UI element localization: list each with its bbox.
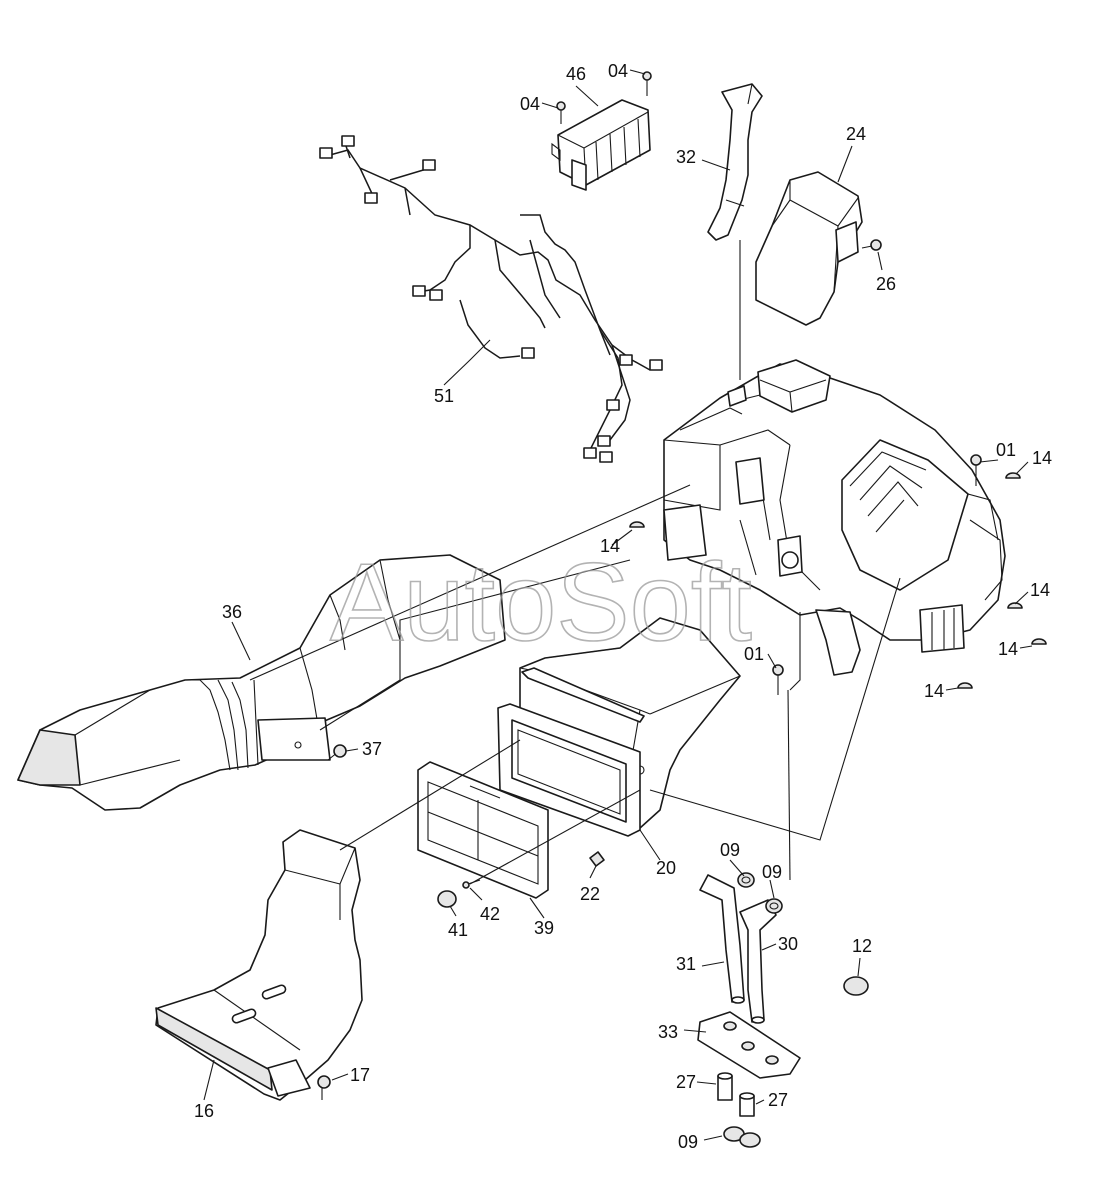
main-air-conditioner-unit[interactable] bbox=[663, 359, 1006, 676]
callout-27-right: 27 bbox=[768, 1090, 788, 1110]
callout-33: 33 bbox=[658, 1022, 678, 1042]
callout-01-lower: 01 bbox=[744, 644, 764, 664]
assembly-lines bbox=[249, 240, 901, 885]
callout-14-c: 14 bbox=[1030, 580, 1050, 600]
callout-42: 42 bbox=[480, 904, 500, 924]
bolt-37[interactable] bbox=[327, 744, 347, 761]
callout-32: 32 bbox=[676, 147, 696, 167]
bolt-17[interactable] bbox=[317, 1075, 331, 1100]
callout-09-a: 09 bbox=[720, 840, 740, 860]
grommet-14-a[interactable] bbox=[1005, 472, 1021, 479]
bolt-01-upper[interactable] bbox=[970, 454, 982, 486]
callout-17: 17 bbox=[350, 1065, 370, 1085]
watermark-text: AutoSoft bbox=[330, 541, 752, 664]
pipe-27-left[interactable] bbox=[717, 1072, 733, 1101]
callout-04-left: 04 bbox=[520, 94, 540, 114]
bolt-04-left[interactable] bbox=[556, 101, 566, 124]
callout-30: 30 bbox=[778, 934, 798, 954]
pipe-27-right[interactable] bbox=[739, 1092, 755, 1117]
callout-24: 24 bbox=[846, 124, 866, 144]
knob-41[interactable] bbox=[437, 890, 457, 908]
part-46-control-module[interactable] bbox=[551, 99, 651, 191]
part-24-upper-duct[interactable] bbox=[755, 171, 863, 326]
part-12-cap[interactable] bbox=[843, 976, 869, 996]
callout-14-e: 14 bbox=[924, 681, 944, 701]
grommet-14-b[interactable] bbox=[629, 521, 645, 528]
callout-01-upper: 01 bbox=[996, 440, 1016, 460]
clamp-09-b[interactable] bbox=[765, 898, 783, 914]
callout-41: 41 bbox=[448, 920, 468, 940]
bolt-26[interactable] bbox=[861, 239, 882, 251]
part-31-hose[interactable] bbox=[699, 874, 745, 1004]
callout-09-c: 09 bbox=[678, 1132, 698, 1152]
callout-14-d: 14 bbox=[998, 639, 1018, 659]
callout-31: 31 bbox=[676, 954, 696, 974]
callout-39: 39 bbox=[534, 918, 554, 938]
callout-46: 46 bbox=[566, 64, 586, 84]
callout-22: 22 bbox=[580, 884, 600, 904]
part-33-plate[interactable] bbox=[697, 1011, 801, 1079]
clamp-09-c[interactable] bbox=[723, 1126, 761, 1148]
callout-04-right: 04 bbox=[608, 61, 628, 81]
part-16-lower-duct[interactable] bbox=[155, 829, 363, 1101]
callout-37: 37 bbox=[362, 739, 382, 759]
callout-14-b: 14 bbox=[600, 536, 620, 556]
screw-42[interactable] bbox=[462, 879, 481, 889]
callout-16: 16 bbox=[194, 1101, 214, 1121]
part-39-air-filter[interactable] bbox=[417, 761, 549, 899]
callout-09-b: 09 bbox=[762, 862, 782, 882]
part-32-defroster-hose[interactable] bbox=[707, 83, 763, 241]
callout-labels: 46 04 04 32 24 26 51 01 14 14 14 14 14 3… bbox=[194, 61, 1052, 1152]
bolt-01-lower[interactable] bbox=[772, 664, 784, 695]
part-30-hose[interactable] bbox=[739, 899, 777, 1024]
callout-leaders bbox=[203, 69, 1033, 1141]
clip-22[interactable] bbox=[589, 851, 605, 867]
part-36-left-duct[interactable] bbox=[17, 554, 506, 811]
clamp-09-a[interactable] bbox=[737, 872, 755, 888]
callout-51: 51 bbox=[434, 386, 454, 406]
callout-27-left: 27 bbox=[676, 1072, 696, 1092]
bolt-04-right[interactable] bbox=[642, 71, 652, 96]
callout-26: 26 bbox=[876, 274, 896, 294]
callout-12: 12 bbox=[852, 936, 872, 956]
grommet-14-d[interactable] bbox=[1031, 638, 1047, 645]
part-51-wiring-harness[interactable] bbox=[319, 135, 663, 463]
grommet-14-e[interactable] bbox=[957, 682, 973, 689]
callout-36: 36 bbox=[222, 602, 242, 622]
callout-14-a: 14 bbox=[1032, 448, 1052, 468]
callout-20: 20 bbox=[656, 858, 676, 878]
